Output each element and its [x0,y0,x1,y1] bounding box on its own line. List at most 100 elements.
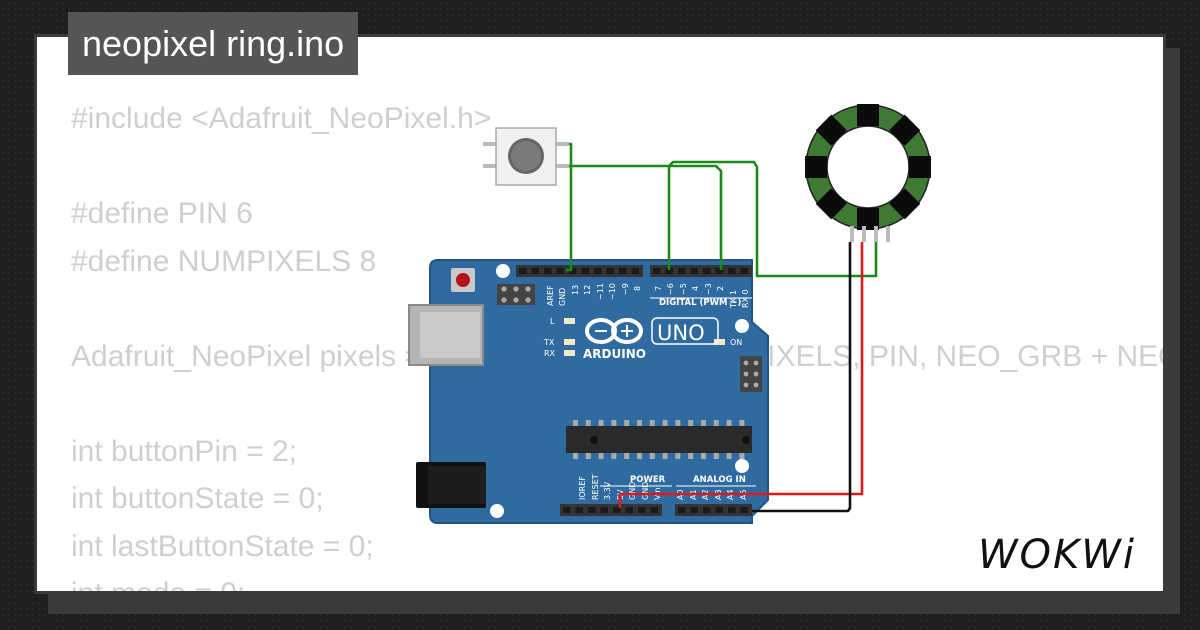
power-header[interactable] [560,504,662,516]
pin-label: RESET [591,474,600,500]
status-leds: L TX RX ON [543,317,742,358]
pin-label: ~6 [666,283,675,295]
pin-label: 4 [691,286,700,291]
pin-label: TX 1 [729,290,738,309]
chip-pin [611,420,617,427]
header-pin[interactable] [519,268,527,274]
led-l [564,318,575,324]
led-label: RX [544,349,556,358]
led-label: ON [730,338,742,347]
neopixel-led [857,104,879,126]
atmega-chip [566,420,752,459]
project-title: neopixel ring.ino [68,12,359,75]
ring-pin [886,226,890,242]
header-pin[interactable] [650,507,659,513]
header-pin[interactable] [715,507,724,513]
icsp-header [497,284,535,305]
wire-pin6-to-ring[interactable] [667,160,878,278]
pin-label: RX 0 [741,289,750,308]
header-pin[interactable] [569,268,577,274]
code-line: int lastButtonState = 0; [71,529,374,563]
header-pin[interactable] [563,507,571,513]
header-pin[interactable] [531,268,540,274]
header-pin[interactable] [619,268,627,274]
wire-gnd-to-ring[interactable] [752,242,852,513]
pushbutton[interactable] [483,127,569,186]
chip-pin [688,420,694,427]
digital-header-left[interactable] [516,265,643,277]
code-line: int buttonState = 0; [71,482,324,515]
chip-pin [649,452,655,459]
maker-label: ARDUINO [583,347,646,361]
chip-pin [662,420,668,427]
header-body [675,504,752,516]
mount-hole [496,264,510,278]
header-pin[interactable] [715,268,724,274]
neopixel-ring[interactable] [805,104,931,242]
header-pin[interactable] [740,268,749,274]
header-pin[interactable] [544,268,552,274]
chip-pin [739,452,745,459]
header-pin[interactable] [740,507,749,513]
chip-pin [611,452,617,459]
code-line: #include <Adafruit_NeoPixel.h> [71,102,492,135]
chip-pin [637,452,642,459]
header-pin[interactable] [728,268,736,274]
analog-header[interactable] [675,504,752,516]
digital-header-right[interactable] [650,265,752,277]
mount-hole [735,459,749,473]
code-line: #define NUMPIXELS 8 [71,244,377,278]
header-pin[interactable] [581,268,590,274]
header-pin[interactable] [600,507,609,513]
digital-pin-labels: AREF GND 13 12 ~11 ~10 ~9 8 7 ~6 ~5 4 ~3… [546,283,750,309]
header-pin[interactable] [575,507,584,513]
header-pin[interactable] [665,268,674,274]
header-pin[interactable] [613,507,621,513]
header-pin[interactable] [703,507,711,513]
header-pin[interactable] [690,268,699,274]
chip-pin [573,420,578,427]
header-pin[interactable] [625,507,634,513]
wokwi-logo-text: WOKWi [978,532,1136,578]
button-cap-top[interactable] [511,141,541,171]
header-pin[interactable] [678,268,686,274]
model-box [651,317,719,345]
pin-label: 12 [583,285,592,295]
mount-hole [735,319,749,333]
header-pin[interactable] [606,268,615,274]
header-pin[interactable] [638,507,646,513]
header-pin[interactable] [653,268,661,274]
header-pin[interactable] [588,507,596,513]
infinity-icon [585,318,643,344]
pin-label: ~3 [704,283,713,295]
header-pin[interactable] [556,268,565,274]
wire-button-to-pin2[interactable] [569,164,723,270]
header-pin[interactable] [728,507,736,513]
header-pin[interactable] [594,268,602,274]
reset-button-cap[interactable] [456,273,470,287]
header-pin[interactable] [690,507,699,513]
pin-label: ~5 [679,283,688,295]
button-leg [555,164,569,168]
chip-pin [637,420,642,427]
wire-button-to-gnd[interactable] [566,142,573,272]
chip-pin [573,452,578,459]
header-pin[interactable] [703,268,711,274]
ring-pin [874,226,878,242]
code-line: int buttonPin = 2; [71,434,297,468]
wokwi-logo: WOKWi [978,532,1136,578]
led-label: TX [543,338,555,347]
chip-pin [675,452,681,459]
chip-pin [726,452,732,459]
wire-5v-to-ring[interactable] [618,242,864,508]
header-pin[interactable] [631,268,640,274]
pin-label: 2 [716,286,725,291]
chip-pin [624,452,630,459]
header-pin[interactable] [678,507,686,513]
arduino-uno-board[interactable]: AREF GND 13 12 ~11 ~10 ~9 8 7 ~6 ~5 4 ~3… [408,259,769,524]
power-label: POWER [630,475,666,485]
analog-label: ANALOG IN [693,475,746,485]
pin-label: ~11 [596,283,605,300]
pin-label: GND [558,288,567,306]
